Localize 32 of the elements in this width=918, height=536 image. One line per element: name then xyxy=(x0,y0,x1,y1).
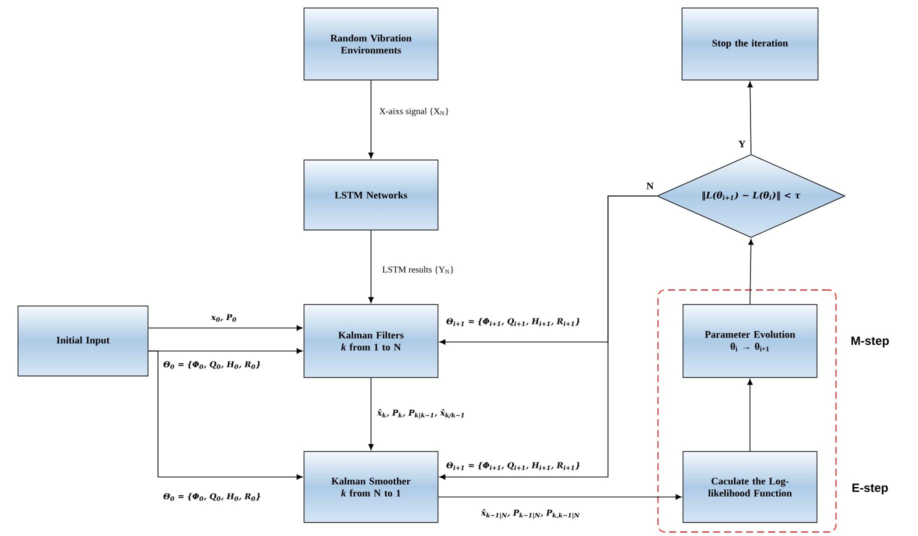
process-box: Parameter Evolution θ$_{i}$ → θ$_{i+1}$ xyxy=(682,304,818,378)
edge-label: Θ$_{i+1}$ = {Φ$_{i+1}$, Q$_{i+1}$, H$_{i+1}$, R$_{i+1}$} xyxy=(446,462,580,470)
edge-label: Θ$_{0}$ = {Φ$_{0}$, Q$_{0}$, H$_{0}$, R$_{0}$} xyxy=(163,493,260,501)
edge-label: x$_{0}$, P$_{0}$ xyxy=(211,314,236,322)
process-box: Caculate the Log-likelihood Function xyxy=(682,451,818,523)
edge-label: LSTM results {Y$_{N}$} xyxy=(382,266,454,274)
dashed-region xyxy=(658,290,836,532)
process-box: Initial Input xyxy=(18,306,148,376)
process-box: Kalman Filters k from 1 to N xyxy=(304,304,438,378)
arrow xyxy=(368,230,374,304)
step-label: E-step xyxy=(852,484,888,494)
edge-label: Θ$_{i+1}$ = {Φ$_{i+1}$, Q$_{i+1}$, H$_{i+1}$, R$_{i+1}$} xyxy=(446,318,580,326)
edge-label: Θ$_{0}$ = {Φ$_{0}$, Q$_{0}$, H$_{0}$, R$_{0}$} xyxy=(163,361,260,369)
arrow xyxy=(148,350,303,480)
arrow xyxy=(438,494,682,500)
edge-label: x̂$_{k−1|N}$, P$_{k−1|N}$, P$_{k,k−1|N}$ xyxy=(481,509,580,519)
arrow xyxy=(368,80,374,159)
arrow xyxy=(747,81,753,155)
edge-label: X-aixs signal {X$_{N}$} xyxy=(379,108,448,116)
process-box: LSTM Networks xyxy=(304,160,438,230)
arrow xyxy=(148,325,303,331)
arrow xyxy=(368,377,374,450)
arrow xyxy=(439,196,658,480)
edge-label: Y xyxy=(738,140,746,148)
branch-label: N xyxy=(646,182,654,190)
arrow xyxy=(747,378,753,452)
process-box: Random Vibration Environments xyxy=(304,8,438,80)
process-box: Stop the iteration xyxy=(682,8,818,80)
step-label: M-step xyxy=(851,336,889,348)
process-box: Kalman Smoother k from N to 1 xyxy=(304,451,438,523)
arrow xyxy=(748,238,754,305)
edge-label: x̂$_{k}$, P$_{k}$, P$_{k|k−1}$, x̂$_{k/k−1}$ xyxy=(377,409,464,419)
